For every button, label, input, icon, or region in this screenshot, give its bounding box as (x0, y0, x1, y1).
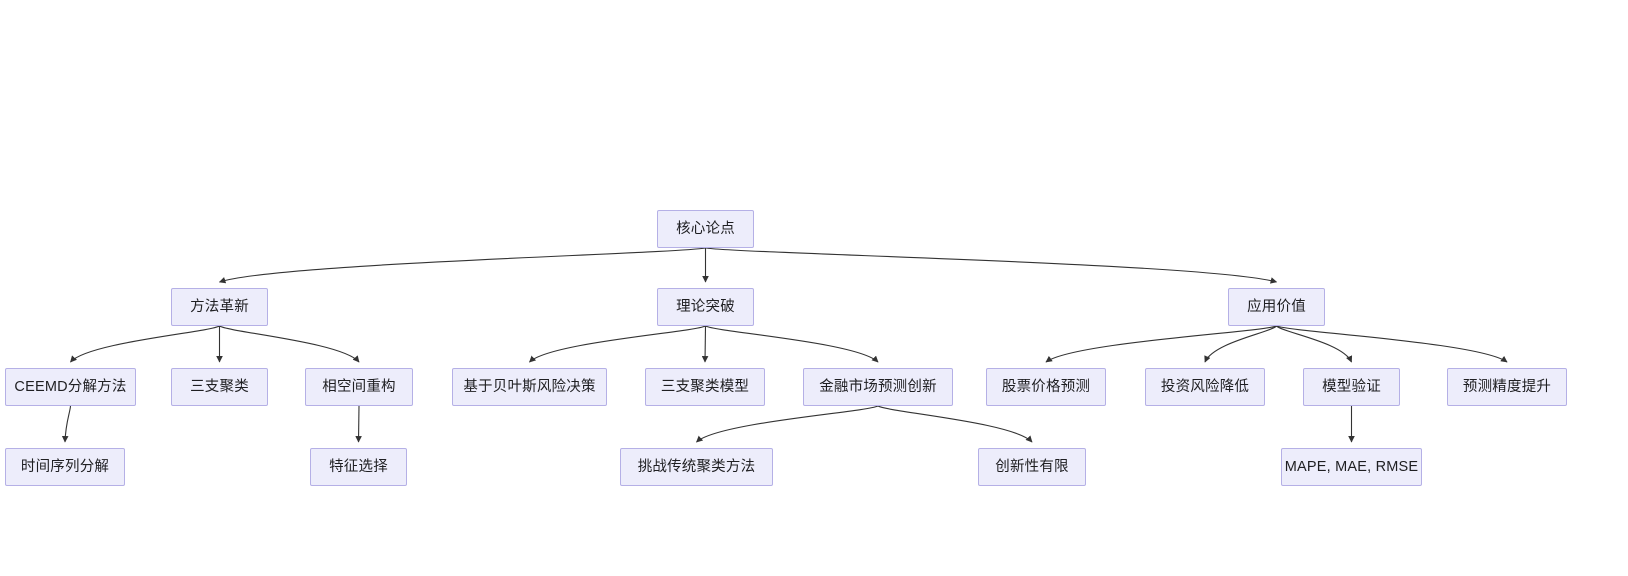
diagram-node-label: 理论突破 (676, 298, 735, 315)
diagram-node-n3b[interactable]: 投资风险降低 (1145, 368, 1265, 406)
diagram-node-n1a1[interactable]: 时间序列分解 (5, 448, 125, 486)
diagram-node-label: 挑战传统聚类方法 (637, 458, 756, 475)
diagram-node-label: 模型验证 (1322, 378, 1381, 395)
diagram-node-n1a[interactable]: CEEMD分解方法 (5, 368, 136, 406)
diagram-node-n1c1[interactable]: 特征选择 (310, 448, 407, 486)
diagram-node-n3c[interactable]: 模型验证 (1303, 368, 1400, 406)
diagram-edge-n3-to-n3d (1276, 325, 1508, 363)
diagram-node-label: 创新性有限 (995, 458, 1069, 475)
diagram-node-n2c[interactable]: 金融市场预测创新 (803, 368, 953, 406)
diagram-node-root[interactable]: 核心论点 (657, 210, 754, 248)
diagram-node-label: MAPE, MAE, RMSE (1284, 458, 1419, 475)
diagram-edge-n2-to-n2a (529, 325, 706, 363)
diagram-node-n2[interactable]: 理论突破 (657, 288, 754, 326)
diagram-node-n1b[interactable]: 三支聚类 (171, 368, 268, 406)
diagram-edge-n2c-to-n2c2 (877, 405, 1033, 443)
diagram-node-n1[interactable]: 方法革新 (171, 288, 268, 326)
diagram-edge-n1a-to-n1a1 (61, 405, 72, 443)
diagram-node-label: 核心论点 (676, 220, 735, 237)
diagram-node-label: 基于贝叶斯风险决策 (463, 378, 596, 395)
diagram-node-n3[interactable]: 应用价值 (1228, 288, 1325, 326)
diagram-node-n1c[interactable]: 相空间重构 (305, 368, 413, 406)
diagram-node-label: 方法革新 (190, 298, 249, 315)
diagram-edge-n1-to-n1a (70, 325, 220, 363)
diagram-node-label: 三支聚类 (190, 378, 249, 395)
diagram-node-n3d[interactable]: 预测精度提升 (1447, 368, 1567, 406)
diagram-edge-root-to-n3 (705, 247, 1278, 284)
diagram-node-label: CEEMD分解方法 (14, 378, 127, 395)
diagram-edge-n1-to-n1c (219, 325, 360, 363)
diagram-node-label: 股票价格预测 (1001, 378, 1091, 395)
diagram-edge-n3-to-n3a (1045, 325, 1277, 363)
diagram-node-label: 时间序列分解 (20, 458, 110, 475)
diagram-node-label: 特征选择 (329, 458, 388, 475)
diagram-node-label: 预测精度提升 (1462, 378, 1552, 395)
diagram-node-label: 应用价值 (1247, 298, 1306, 315)
diagram-node-label: 投资风险降低 (1160, 378, 1250, 395)
diagram-edge-root-to-n1 (218, 247, 706, 284)
diagram-node-n2a[interactable]: 基于贝叶斯风险决策 (452, 368, 607, 406)
diagram-node-n2c2[interactable]: 创新性有限 (978, 448, 1086, 486)
diagram-edge-n2c-to-n2c1 (696, 405, 879, 443)
diagram-edge-n1c-to-n1c1 (355, 405, 362, 443)
diagram-edge-n3-to-n3c (1276, 325, 1353, 363)
diagram-node-n3c1[interactable]: MAPE, MAE, RMSE (1281, 448, 1422, 486)
diagram-node-n3a[interactable]: 股票价格预测 (986, 368, 1106, 406)
diagram-node-n2c1[interactable]: 挑战传统聚类方法 (620, 448, 773, 486)
diagram-node-label: 相空间重构 (322, 378, 396, 395)
diagram-edge-n3-to-n3b (1204, 325, 1277, 363)
diagram-edge-n2-to-n2c (705, 325, 879, 363)
diagram-node-label: 三支聚类模型 (660, 378, 750, 395)
diagram-node-label: 金融市场预测创新 (819, 378, 937, 395)
diagram-node-n2b[interactable]: 三支聚类模型 (645, 368, 765, 406)
diagram-edge-n2-to-n2b (701, 325, 709, 363)
